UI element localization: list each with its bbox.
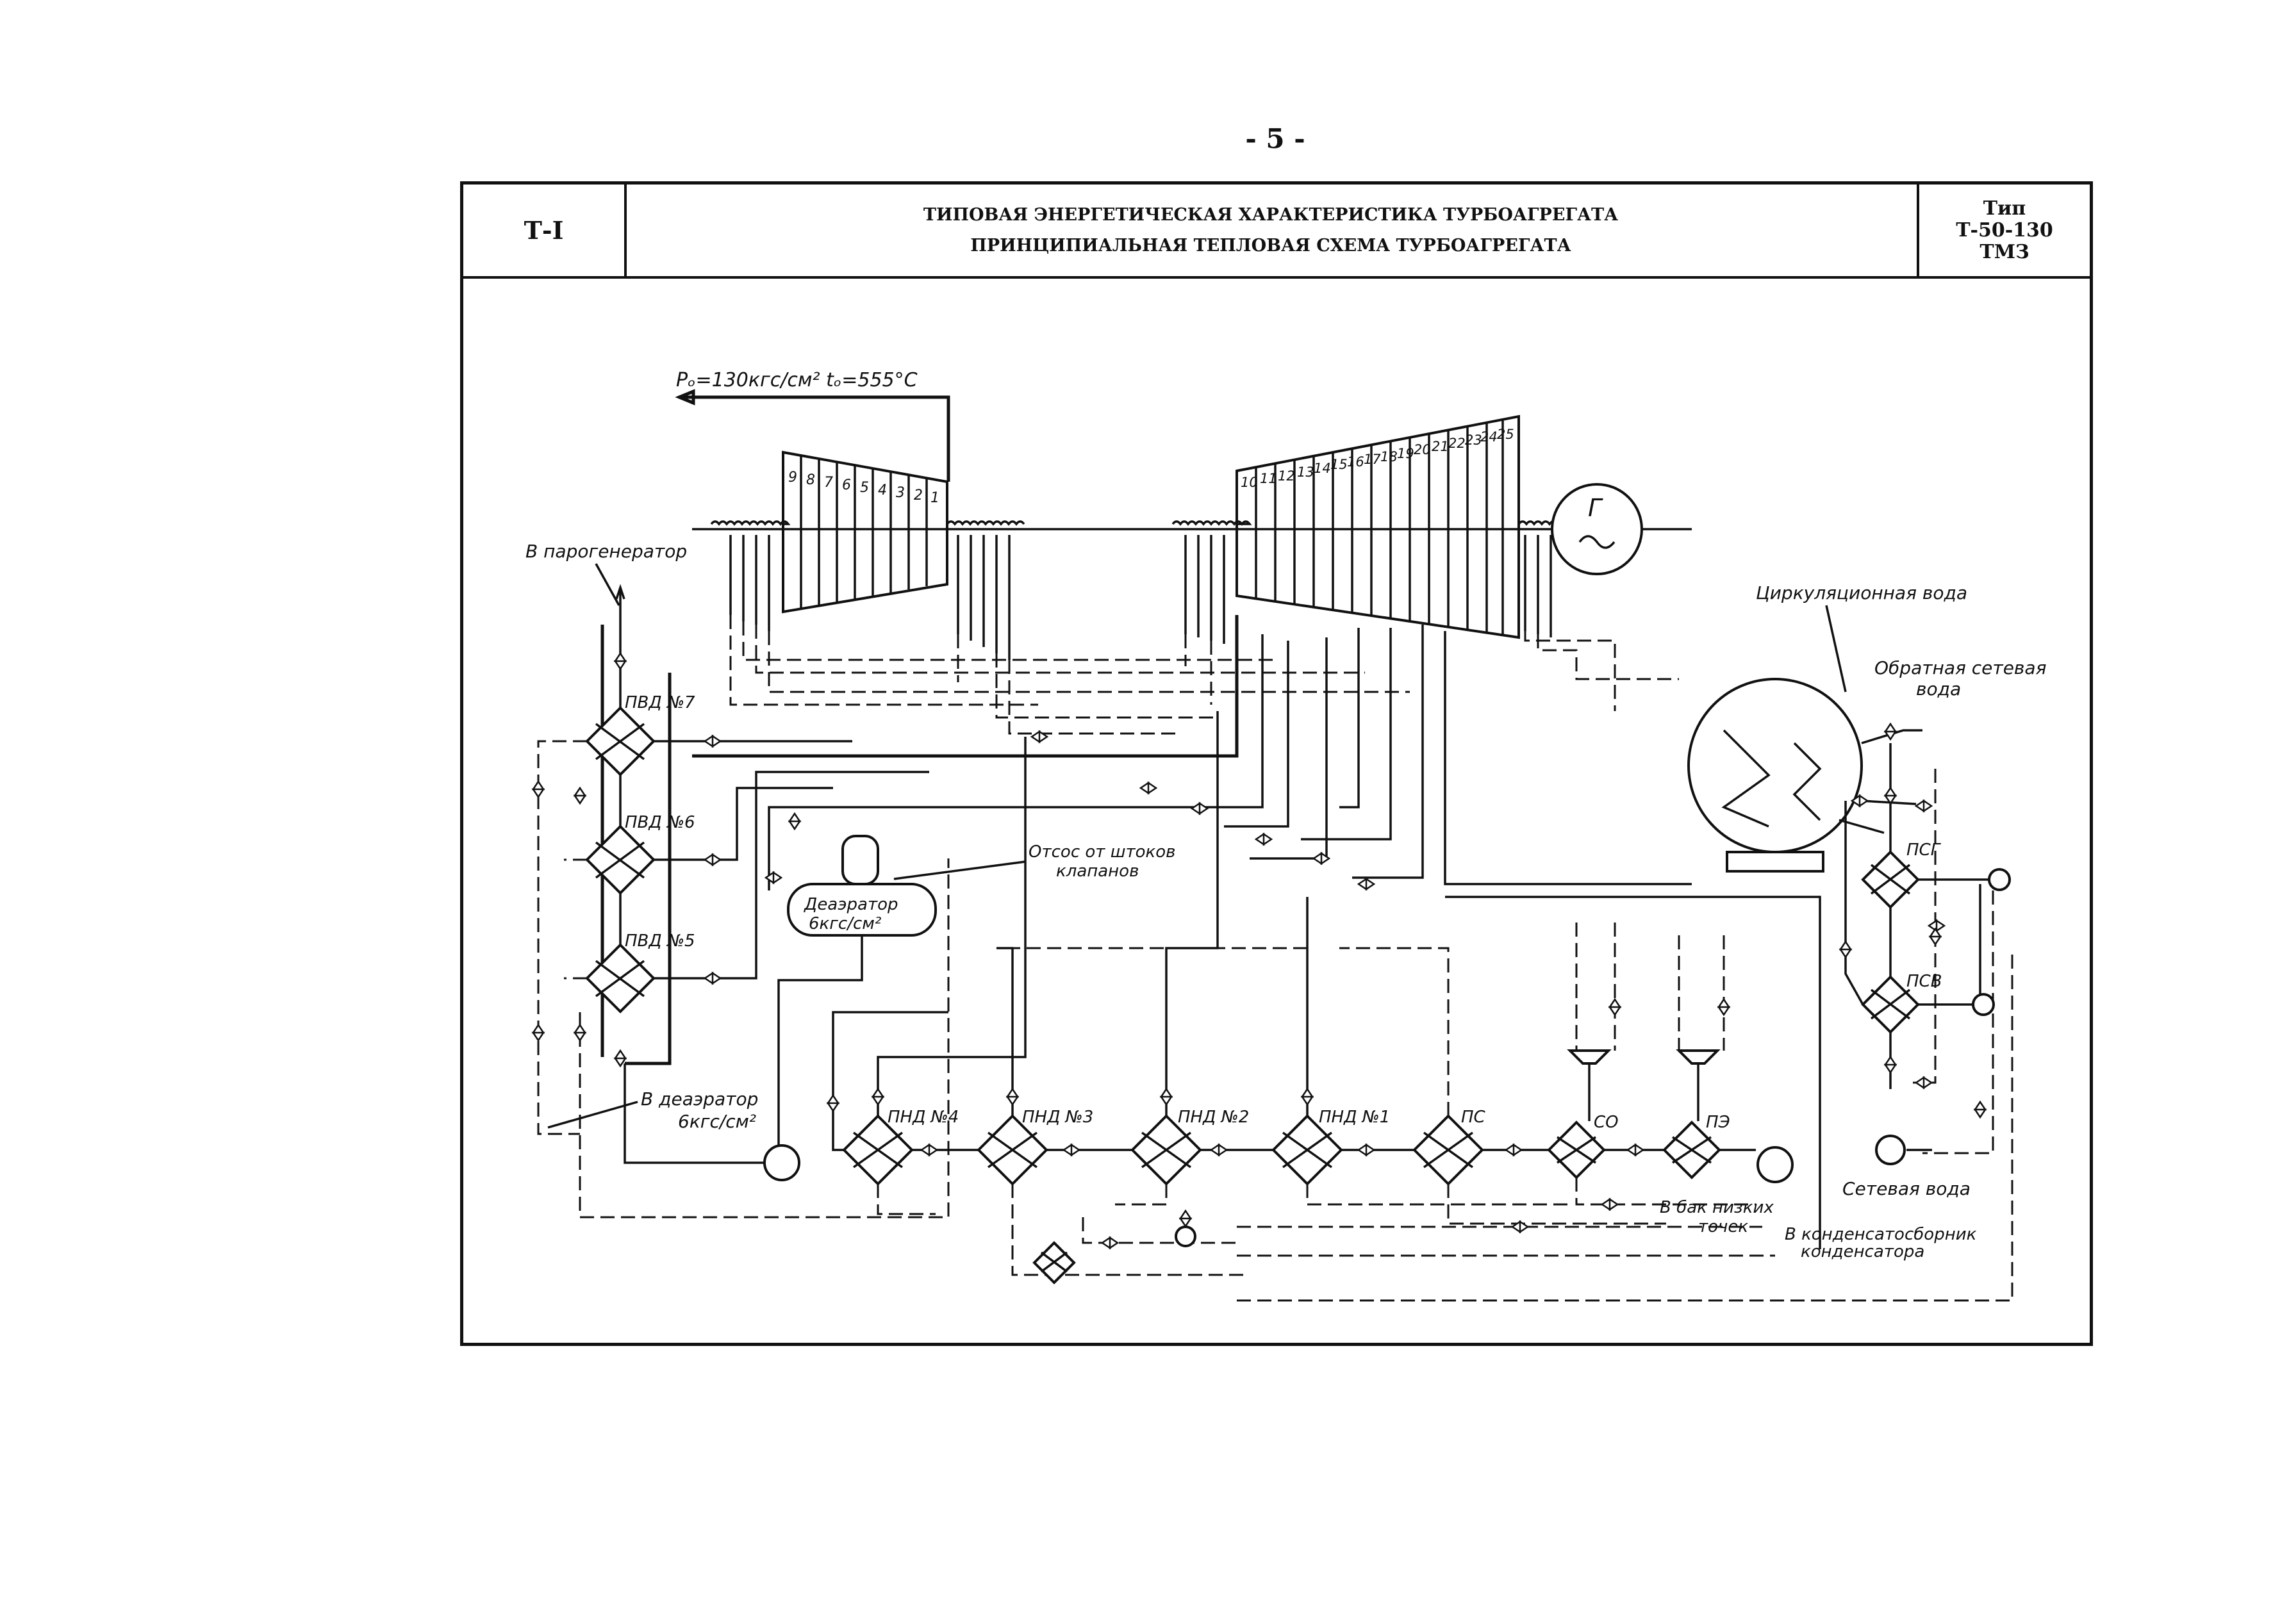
lp-heater-2: ПНД №2 [1130, 1108, 1249, 1186]
extraction-lines [729, 615, 1679, 735]
lp-heater-steam-lines [832, 711, 1450, 1151]
lp-bearing-left [1171, 520, 1252, 644]
condenser [1687, 678, 1922, 873]
title-line-2: ПРИНЦИПИАЛЬНАЯ ТЕПЛОВАЯ СХЕМА ТУРБОАГРЕГ… [970, 235, 1571, 256]
to-condensate-collector-label-2: конденсатора [1801, 1242, 1924, 1261]
sheet-code: Т-I [463, 185, 627, 276]
lp-heater-3: ПНД №3 [977, 1108, 1093, 1186]
steam-ejectors [1567, 923, 1725, 1121]
hp-stage-label: 2 [914, 488, 923, 504]
network-pumps [1875, 868, 2011, 1165]
live-steam-line [679, 395, 950, 482]
lp-stage-label: 19 [1397, 446, 1414, 461]
hp-bearing-left [710, 520, 791, 631]
hp-heater-stack: В парогенератор [525, 541, 687, 1065]
feed-pump [763, 1144, 800, 1181]
lp-stage-label: 23 [1465, 432, 1482, 448]
page-number: - 5 - [1245, 123, 1305, 154]
hp-heater-5: ПВД №5 [585, 931, 695, 1013]
sheet-title: ТИПОВАЯ ЭНЕРГЕТИЧЕСКАЯ ХАРАКТЕРИСТИКА ТУ… [627, 185, 1915, 276]
lp-stage-label: 13 [1297, 464, 1314, 480]
lp-stage-label: 15 [1330, 457, 1348, 472]
lp-stage-label: 18 [1380, 449, 1398, 464]
ejector-cooler: ПЭ [1662, 1113, 1730, 1179]
hp-stage-label: 7 [824, 475, 833, 491]
seal-cooler-label: СО [1594, 1113, 1619, 1132]
drain-cooler [1032, 1241, 1076, 1284]
hp-heater-6: ПВД №6 [585, 813, 695, 895]
condensate-pump [1756, 1146, 1794, 1183]
hp-stage-label: 4 [878, 482, 887, 498]
generator: Г [1551, 483, 1643, 575]
network-heater-upper: ПСГ [1861, 841, 1942, 909]
lp-stage-label: 17 [1364, 452, 1381, 467]
drawing-frame: Т-I ТИПОВАЯ ЭНЕРГЕТИЧЕСКАЯ ХАРАКТЕРИСТИК… [460, 181, 2093, 1346]
lp-heater-1-label: ПНД №1 [1319, 1108, 1390, 1127]
hp-cylinder: 9 8 7 6 5 4 3 2 1 [782, 450, 948, 614]
lp-heater-4: ПНД №4 [842, 1108, 959, 1186]
to-deaerator-label: В деаэратор [641, 1088, 758, 1110]
generator-label: Г [1588, 494, 1603, 522]
hp-heater-5-label: ПВД №5 [625, 931, 695, 951]
lp-heater-1: ПНД №1 [1271, 1108, 1390, 1186]
hp-stage-label: 1 [930, 490, 939, 506]
title-block: Т-I ТИПОВАЯ ЭНЕРГЕТИЧЕСКАЯ ХАРАКТЕРИСТИК… [463, 185, 2090, 279]
lp-stage-label: 25 [1497, 427, 1514, 442]
lp-stage-label: 16 [1347, 454, 1364, 470]
title-line-1: ТИПОВАЯ ЭНЕРГЕТИЧЕСКАЯ ХАРАКТЕРИСТИКА ТУ… [923, 204, 1619, 225]
hp-bearing-right [946, 520, 1025, 660]
return-network-water-label: Обратная сетевая [1874, 657, 2046, 678]
valve-stem-suction-label-2: клапанов [1056, 862, 1139, 881]
type-label: Тип [1983, 197, 2026, 220]
to-low-points-tank-label: В бак низких [1660, 1198, 1774, 1217]
lp-bearing-right [1517, 520, 1574, 637]
lp-heater-3-label: ПНД №3 [1022, 1108, 1093, 1127]
seal-cooler: СО [1547, 1113, 1619, 1179]
extraction-mains [692, 615, 1821, 1249]
gland-heater: ПС [1412, 1108, 1486, 1186]
network-water-label: Сетевая вода [1842, 1178, 1971, 1199]
type-model: Т-50-130 [1956, 218, 2053, 242]
hp-heater-7-label: ПВД №7 [625, 693, 695, 712]
return-network-water-label-2: вода [1916, 678, 1961, 700]
hp-stage-label: 9 [788, 470, 797, 486]
lp-stage-label: 22 [1448, 436, 1466, 451]
lp-heater-4-label: ПНД №4 [888, 1108, 959, 1127]
hp-stage-label: 8 [806, 472, 815, 488]
lp-stage-label: 24 [1480, 429, 1498, 445]
to-condensate-collector-label: В конденсатосборник [1785, 1225, 1977, 1244]
lp-stage-label: 20 [1414, 442, 1431, 457]
ejector-cooler-label: ПЭ [1706, 1113, 1730, 1132]
lp-heater-2-label: ПНД №2 [1178, 1108, 1249, 1127]
to-low-points-tank-label-2: точек [1698, 1217, 1748, 1236]
valves [531, 652, 1987, 1250]
lp-cylinder: 10 11 12 13 14 15 16 17 18 19 20 21 22 2… [1236, 414, 1520, 639]
deaerator: Деаэратор 6кгс/см² [769, 835, 937, 1154]
deaerator-pressure-label: 6кгс/см² [809, 914, 881, 933]
to-deaerator-pressure-label: 6кгс/см² [678, 1111, 756, 1132]
to-steam-generator-label: В парогенератор [525, 541, 687, 562]
turbine-type: Тип Т-50-130 ТМЗ [1917, 185, 2090, 276]
lp-stage-label: 12 [1278, 468, 1295, 484]
hp-stage-label: 6 [842, 477, 851, 493]
type-maker: ТМЗ [1980, 240, 2029, 263]
drain-pump [1175, 1226, 1196, 1247]
lp-stage-label: 21 [1432, 439, 1449, 454]
valve-stem-suction-label: Отсос от штоков [1029, 842, 1175, 862]
hp-heater-6-label: ПВД №6 [625, 813, 695, 832]
network-heater-lower: ПСВ [1861, 972, 1942, 1034]
lp-stage-label: 11 [1260, 471, 1277, 486]
lp-drain-lines [877, 948, 2013, 1302]
steam-params-label: Pₒ=130кгс/см² tₒ=555°С [676, 369, 918, 391]
hp-stage-label: 3 [896, 485, 905, 501]
lp-stage-label: 10 [1241, 475, 1258, 490]
hp-stage-label: 5 [860, 480, 869, 496]
network-heater-lower-label: ПСВ [1906, 972, 1942, 991]
hp-heater-7: ПВД №7 [585, 693, 695, 776]
gland-heater-label: ПС [1461, 1108, 1486, 1127]
lp-stage-label: 14 [1314, 461, 1331, 476]
circulating-water-label: Циркуляционная вода [1756, 582, 1967, 603]
deaerator-label: Деаэратор [804, 895, 898, 914]
